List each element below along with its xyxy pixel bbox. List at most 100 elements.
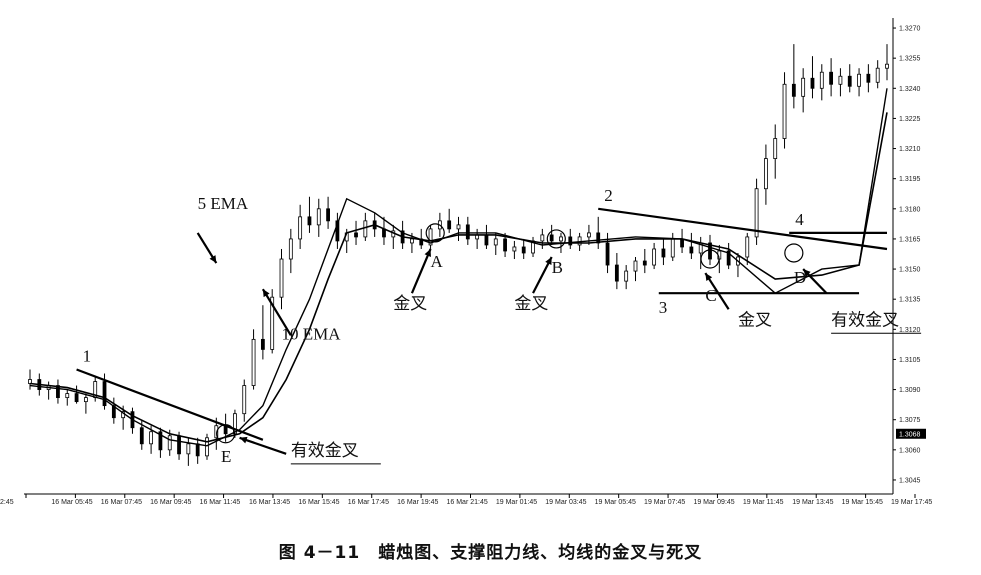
candle-body [726, 250, 731, 266]
annotation-label: A [431, 252, 444, 271]
candle-body [335, 220, 340, 242]
annotation-arrow [239, 436, 287, 455]
arrow-head [239, 436, 248, 444]
candle-body [708, 242, 712, 260]
last-price-label: 1.3068 [899, 431, 921, 438]
candle-body [801, 77, 806, 97]
annotation-label: 10 EMA [282, 324, 342, 343]
candle-body [875, 67, 880, 83]
candle-body [680, 238, 684, 248]
candle-body [326, 208, 330, 222]
cross-circle [546, 229, 566, 249]
y-tick-label: 1.3105 [899, 357, 921, 364]
y-tick-label: 1.3255 [899, 56, 921, 63]
x-tick-label: 19 Mar 13:45 [792, 499, 833, 506]
y-tick-label: 1.3165 [899, 236, 921, 243]
candle-body [847, 75, 852, 87]
x-tick-label: 16 Mar 21:45 [447, 499, 488, 506]
annotation-label: D [794, 268, 806, 287]
candle-body [838, 75, 843, 85]
ema-line-1 [29, 88, 888, 447]
candle-body [428, 228, 433, 246]
x-tick-label: 19 Mar 11:45 [743, 499, 784, 506]
annotation-arrow [410, 248, 432, 294]
candle-body [149, 431, 153, 445]
candle-body [102, 381, 107, 407]
y-tick-label: 1.3045 [899, 477, 921, 484]
candle-body [65, 393, 70, 399]
x-tick-label: 16 Mar 11:45 [200, 499, 241, 506]
candle-body [158, 431, 163, 451]
y-tick-label: 1.3210 [899, 146, 921, 153]
y-tick-label: 1.3060 [899, 447, 921, 454]
candle-body [540, 234, 545, 242]
x-tick-label: 19 Mar 09:45 [693, 499, 734, 506]
arrow-head [262, 289, 270, 298]
candle-body [83, 397, 88, 403]
x-tick-label: 16 Mar 13:45 [249, 499, 290, 506]
candle-body [624, 270, 629, 282]
arrow-head [209, 255, 217, 264]
candle-body [139, 427, 144, 445]
candle-body [670, 238, 675, 258]
annotation-label: E [221, 447, 231, 466]
candle-body [857, 73, 861, 87]
last-price-box [896, 428, 926, 439]
candle-body [167, 435, 172, 451]
plot-area: 1.3270 1.3255 1.3240 1.3225 1.3210 1.3195 1.31… [0, 18, 932, 506]
candle-body [316, 208, 321, 226]
candle-body [829, 71, 834, 85]
trendline-label-1: 1 [83, 346, 92, 365]
y-tick-label: 1.3240 [899, 86, 921, 93]
cross-circle [700, 249, 720, 269]
x-tick-label: 16 Mar 19:45 [397, 499, 438, 506]
candle-body [307, 216, 312, 226]
candle-body [56, 385, 60, 399]
candle-body [773, 138, 778, 159]
annotation-label: 金叉 [738, 310, 772, 330]
candle-body [363, 220, 368, 238]
candle-body [885, 63, 889, 69]
candle-body [288, 238, 293, 260]
candle-body [661, 248, 666, 258]
candle-body [652, 248, 657, 266]
x-tick-label: 19 Mar 17:45 [891, 499, 932, 506]
y-tick-label: 1.3195 [899, 176, 921, 183]
candle-body [549, 234, 554, 242]
x-tick-label: 16 Mar 07:45 [101, 499, 142, 506]
candle-body [689, 246, 694, 254]
candle-body [568, 236, 573, 246]
y-tick-label: 1.3270 [899, 26, 921, 33]
candle-body [633, 260, 638, 272]
candle-body [205, 437, 209, 457]
trendline-label-4: 4 [795, 210, 804, 229]
candle-body [251, 338, 256, 386]
cross-circle [784, 243, 804, 263]
annotation-label: 有效金叉 [831, 310, 899, 330]
candle-body [74, 393, 79, 403]
candle-body [242, 385, 247, 415]
candle-body [810, 77, 815, 89]
candle-body [484, 234, 489, 246]
arrow-head [424, 248, 431, 257]
candle-body [587, 232, 591, 238]
y-tick-label: 1.3135 [899, 297, 921, 304]
x-tick-label: 19 Mar 07:45 [644, 499, 685, 506]
y-tick-label: 1.3225 [899, 116, 921, 123]
candle-body [354, 232, 358, 238]
candle-body [503, 238, 507, 252]
candlestick-chart: 1.3270 1.3255 1.3240 1.3225 1.3210 1.3195 1.31… [0, 18, 932, 506]
candle-body [782, 83, 787, 139]
annotation-label: 金叉 [514, 294, 548, 314]
x-tick-label: 16 Mar 09:45 [150, 499, 191, 506]
annotation-label: 有效金叉 [291, 441, 359, 461]
candle-body [279, 258, 284, 298]
figure-caption: 图 4－11 蜡烛图、支撑阻力线、均线的金叉与死叉 [278, 543, 703, 563]
candle-body [521, 246, 526, 254]
x-tick-label: 16 Mar 17:45 [348, 499, 389, 506]
candle-body [493, 238, 498, 246]
candle-body [819, 71, 824, 89]
candle-body [614, 264, 619, 282]
candle-body [177, 435, 181, 455]
y-tick-label: 1.3120 [899, 327, 921, 334]
